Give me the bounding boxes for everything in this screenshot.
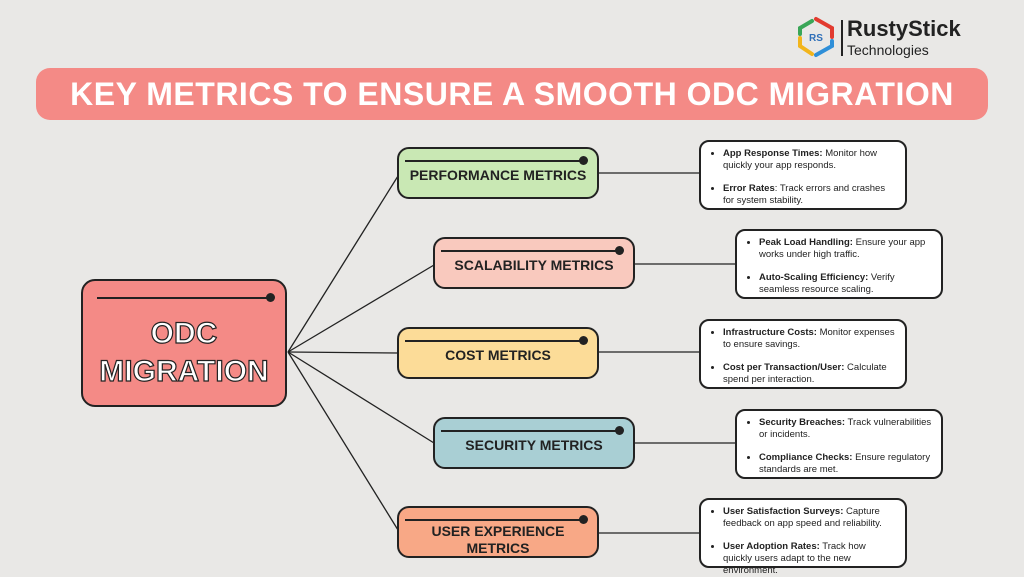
detail-text: : Track errors and crashes for system st… xyxy=(723,183,886,206)
card-cost-details: Infrastructure Costs: Monitor expenses t… xyxy=(699,319,907,389)
card-performance-details: App Response Times: Monitor how quickly … xyxy=(699,140,907,210)
detail-item: User Adoption Rates: Track how quickly u… xyxy=(723,541,897,577)
connector-ux xyxy=(287,351,399,531)
detail-term: Peak Load Handling: xyxy=(759,237,853,248)
detail-text: Track how quickly users adapt to the new… xyxy=(723,541,866,576)
detail-item: Cost per Transaction/User: Calculate spe… xyxy=(723,362,897,386)
detail-term: Compliance Checks: xyxy=(759,452,853,463)
branch-label: SECURITY METRICS xyxy=(465,437,603,453)
branch-label: COST METRICS xyxy=(445,347,551,363)
card-scalability-details: Peak Load Handling: Ensure your app work… xyxy=(735,229,943,299)
detail-text: Ensure regulatory standards are met. xyxy=(759,452,931,475)
branch-accent-dot xyxy=(579,515,588,524)
branch-label: SCALABILITY METRICS xyxy=(454,257,614,273)
detail-term: User Adoption Rates: xyxy=(723,541,820,552)
company-logo: RS RustyStick Technologies xyxy=(795,14,975,60)
detail-term: Auto-Scaling Efficiency: xyxy=(759,272,869,283)
branch-accent-dot xyxy=(579,336,588,345)
detail-item: App Response Times: Monitor how quickly … xyxy=(723,148,897,172)
card-user-experience-details: User Satisfaction Surveys: Capture feedb… xyxy=(699,498,907,576)
root-label-line2: MIGRATION xyxy=(99,354,270,388)
branch-security-metrics: SECURITY METRICS xyxy=(433,417,635,469)
detail-term: Error Rates xyxy=(723,183,775,194)
branch-cost-metrics: COST METRICS xyxy=(397,327,599,379)
detail-item: Auto-Scaling Efficiency: Verify seamless… xyxy=(759,272,933,296)
branch-accent-line xyxy=(405,340,583,342)
detail-text: Monitor how quickly your app responds. xyxy=(723,148,877,171)
branch-label-line1: USER EXPERIENCE xyxy=(431,523,565,539)
detail-item: Peak Load Handling: Ensure your app work… xyxy=(759,237,933,261)
connector-scalability xyxy=(287,264,435,353)
detail-item: User Satisfaction Surveys: Capture feedb… xyxy=(723,506,897,530)
root-node-odc-migration: ODC MIGRATION xyxy=(81,279,287,407)
detail-item: Infrastructure Costs: Monitor expenses t… xyxy=(723,327,897,351)
detail-text: Capture feedback on app speed and reliab… xyxy=(723,506,882,529)
branch-label: USER EXPERIENCE METRICS xyxy=(399,523,597,557)
detail-item: Compliance Checks: Ensure regulatory sta… xyxy=(759,452,933,476)
connector-security xyxy=(287,351,435,444)
root-label-line1: ODC xyxy=(150,316,218,350)
detail-item: Error Rates: Track errors and crashes fo… xyxy=(723,183,897,207)
detail-text: Track vulnerabilities or incidents. xyxy=(759,417,932,440)
detail-term: Security Breaches: xyxy=(759,417,846,428)
detail-text: Calculate spend per interaction. xyxy=(723,362,887,385)
branch-accent-dot xyxy=(615,246,624,255)
branch-label: PERFORMANCE METRICS xyxy=(409,167,587,183)
logo-name: RustyStick xyxy=(847,16,961,41)
branch-performance-metrics: PERFORMANCE METRICS xyxy=(397,147,599,199)
root-accent-dot xyxy=(266,293,275,302)
branch-accent-dot xyxy=(579,156,588,165)
branch-accent-dot xyxy=(615,426,624,435)
card-security-details: Security Breaches: Track vulnerabilities… xyxy=(735,409,943,479)
detail-term: Infrastructure Costs: xyxy=(723,327,817,338)
detail-text: Verify seamless resource scaling. xyxy=(759,272,895,295)
connector-performance xyxy=(287,175,399,353)
branch-accent-line xyxy=(405,160,583,162)
branch-scalability-metrics: SCALABILITY METRICS xyxy=(433,237,635,289)
detail-text: Monitor expenses to ensure savings. xyxy=(723,327,895,350)
connector-cost xyxy=(287,351,399,354)
logo-mark-text: RS xyxy=(809,33,823,44)
rs-logo-icon: RS xyxy=(798,17,834,57)
branch-label-line2: METRICS xyxy=(466,540,530,556)
detail-text: Ensure your app works under high traffic… xyxy=(759,237,926,260)
branch-accent-line xyxy=(441,430,619,432)
branch-accent-line xyxy=(405,519,583,521)
detail-item: Security Breaches: Track vulnerabilities… xyxy=(759,417,933,441)
root-label: ODC MIGRATION xyxy=(83,315,285,391)
branch-accent-line xyxy=(441,250,619,252)
detail-term: App Response Times: xyxy=(723,148,823,159)
title-banner: KEY METRICS TO ENSURE A SMOOTH ODC MIGRA… xyxy=(36,68,988,120)
logo-subtitle: Technologies xyxy=(847,42,929,58)
logo-divider xyxy=(841,20,843,56)
detail-term: Cost per Transaction/User: xyxy=(723,362,845,373)
branch-user-experience-metrics: USER EXPERIENCE METRICS xyxy=(397,506,599,558)
detail-term: User Satisfaction Surveys: xyxy=(723,506,844,517)
root-accent-line xyxy=(97,297,271,299)
